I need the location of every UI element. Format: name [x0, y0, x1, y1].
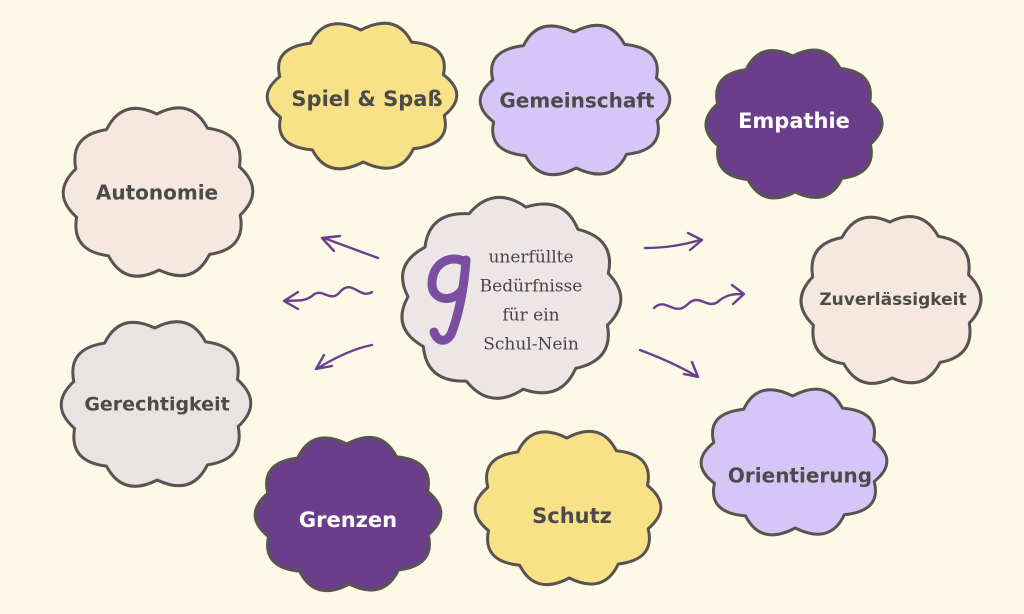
cloud-shape — [478, 23, 672, 177]
arrow-to-orientierung — [638, 348, 700, 379]
arrow-to-gerechtigkeit — [314, 343, 374, 371]
cloud-shape — [61, 106, 255, 278]
arrow-to-autonomie — [320, 234, 380, 260]
g-letter-icon — [427, 254, 471, 345]
cloud-orientierung: Orientierung — [699, 387, 889, 537]
cloud-shape — [704, 48, 884, 200]
cloud-label: Gerechtigkeit — [84, 394, 229, 416]
cloud-empathie: Empathie — [704, 48, 884, 200]
cloud-zuverlaessigkeit: Zuverlässigkeit — [799, 215, 983, 385]
arrow-to-zuverlaessigkeit-wavy — [652, 283, 746, 311]
cloud-grenzen: Grenzen — [253, 435, 443, 593]
arrow-to-gerechtigkeit-wavy — [282, 286, 374, 311]
center-cloud: unerfüllte Bedürfnisse für ein Schul-Nei… — [400, 195, 623, 400]
center-line-1: unerfüllte — [488, 248, 573, 268]
cloud-label: Grenzen — [299, 508, 397, 532]
cloud-schutz: Schutz — [473, 429, 663, 587]
cloud-spiel-spass: Spiel & Spaß — [265, 21, 459, 171]
cloud-gemeinschaft: Gemeinschaft — [478, 23, 672, 177]
cloud-gerechtigkeit: Gerechtigkeit — [59, 320, 253, 488]
cloud-shape — [265, 21, 459, 171]
center-line-2: Bedürfnisse — [480, 277, 583, 297]
cloud-label: Empathie — [738, 109, 850, 133]
cloud-label: Autonomie — [96, 181, 218, 205]
cloud-shape — [473, 429, 663, 587]
arrow-to-empathie — [643, 231, 704, 252]
cloud-label: Orientierung — [728, 464, 872, 488]
center-cloud-shape — [400, 195, 623, 400]
cloud-shape — [253, 435, 443, 593]
cloud-label: Zuverlässigkeit — [819, 290, 966, 310]
center-line-4: Schul-Nein — [483, 335, 579, 355]
cloud-label: Spiel & Spaß — [291, 87, 442, 111]
cloud-shape — [699, 387, 889, 537]
cloud-label: Gemeinschaft — [499, 89, 655, 113]
cloud-label: Schutz — [532, 504, 612, 528]
cloud-shape — [799, 215, 983, 385]
cloud-shape — [59, 320, 253, 488]
center-line-3: für ein — [502, 306, 559, 326]
cloud-autonomie: Autonomie — [61, 106, 255, 278]
